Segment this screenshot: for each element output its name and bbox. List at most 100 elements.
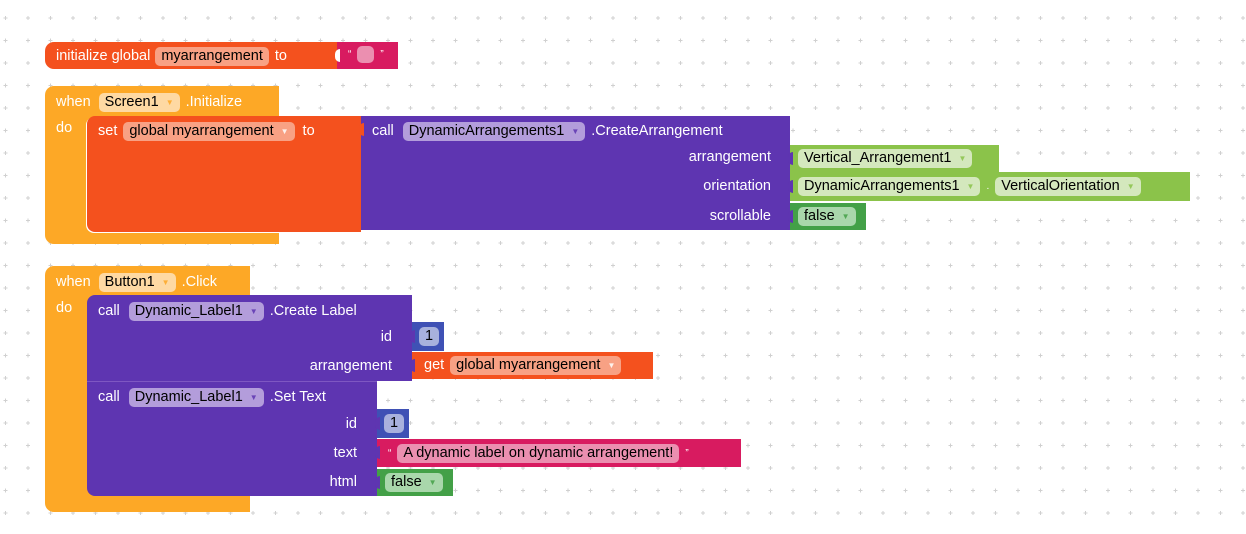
grid-cross	[678, 241, 683, 245]
grid-cross	[26, 421, 30, 425]
number-value-field[interactable]: 1	[419, 327, 440, 346]
boolean-block-html[interactable]: false ▼	[375, 469, 453, 496]
boolean-dropdown[interactable]: false ▼	[385, 473, 443, 492]
grid-cross	[1038, 331, 1043, 335]
grid-cross	[521, 83, 525, 88]
grid-cross	[1128, 16, 1133, 20]
text-string-block[interactable]: “ ”	[335, 42, 398, 69]
grid-cross	[1173, 443, 1178, 448]
grid-cross	[566, 16, 570, 20]
text-string-block[interactable]: “ A dynamic label on dynamic arrangement…	[375, 439, 741, 467]
grid-cross	[881, 308, 885, 313]
text-value-field[interactable]: A dynamic label on dynamic arrangement!	[397, 444, 680, 463]
set-text-call-block[interactable]: call Dynamic_Label1 ▼ .Set Text id text …	[87, 381, 377, 496]
grid-cross	[656, 61, 660, 65]
grid-cross	[903, 286, 908, 290]
component-block-vertical-arrangement[interactable]: Vertical_Arrangement1 ▼	[788, 145, 999, 172]
component-dropdown[interactable]: Vertical_Arrangement1 ▼	[798, 149, 973, 168]
grid-cross	[701, 61, 705, 65]
grid-cross	[431, 308, 435, 313]
grid-cross	[633, 331, 638, 335]
grid-cross	[183, 38, 188, 43]
component-dropdown[interactable]: Dynamic_Label1 ▼	[128, 388, 264, 407]
component-dropdown[interactable]: Dynamic_Label1 ▼	[128, 302, 264, 321]
grid-cross	[701, 331, 705, 335]
grid-cross	[1196, 398, 1200, 403]
initialize-global-label: initialize global	[56, 48, 151, 65]
input-socket	[375, 417, 380, 430]
grid-cross	[453, 16, 458, 20]
dropdown-arrow-icon: ▼	[249, 392, 258, 402]
initialize-global-block[interactable]: initialize global myarrangement to	[45, 42, 337, 69]
grid-cross	[948, 286, 953, 290]
grid-cross	[3, 61, 8, 65]
create-arrangement-call-block[interactable]: call DynamicArrangements1 ▼ .CreateArran…	[359, 116, 790, 230]
number-block-id[interactable]: 1	[375, 409, 409, 438]
grid-cross	[1128, 106, 1133, 110]
grid-cross	[1173, 151, 1178, 155]
grid-cross	[1241, 353, 1245, 358]
grid-cross	[768, 16, 773, 20]
create-label-call-block[interactable]: call Dynamic_Label1 ▼ .Create Label id a…	[87, 295, 412, 381]
call-label: call	[372, 123, 394, 140]
grid-cross	[858, 331, 863, 335]
grid-cross	[903, 331, 908, 335]
grid-cross	[588, 263, 593, 268]
variable-name-field[interactable]: myarrangement	[155, 47, 269, 66]
grid-cross	[1151, 218, 1155, 223]
grid-cross	[678, 398, 683, 403]
get-global-block[interactable]: get global myarrangement ▼	[410, 352, 653, 379]
grid-cross	[48, 38, 53, 43]
boolean-dropdown[interactable]: false ▼	[798, 207, 856, 226]
grid-cross	[431, 61, 435, 65]
grid-cross	[1196, 196, 1200, 200]
grid-cross	[1106, 443, 1110, 448]
grid-cross	[656, 398, 660, 403]
grid-cross	[858, 511, 863, 515]
grid-cross	[746, 106, 750, 110]
number-value-field[interactable]: 1	[384, 414, 405, 433]
component-dropdown[interactable]: DynamicArrangements1 ▼	[798, 177, 981, 196]
grid-cross	[296, 16, 300, 20]
component-dropdown[interactable]: Screen1 ▼	[98, 93, 180, 112]
grid-cross	[1038, 286, 1043, 290]
grid-cross	[768, 331, 773, 335]
grid-cross	[588, 421, 593, 425]
input-socket	[788, 180, 793, 193]
grid-cross	[836, 286, 840, 290]
variable-dropdown[interactable]: global myarrangement ▼	[123, 122, 295, 141]
grid-cross	[26, 308, 30, 313]
boolean-block-scrollable[interactable]: false ▼	[788, 203, 866, 230]
orientation-property-block[interactable]: DynamicArrangements1 ▼ . VerticalOrienta…	[788, 172, 1190, 201]
grid-cross	[993, 376, 998, 380]
grid-cross	[948, 511, 953, 515]
text-value-field[interactable]	[357, 46, 375, 63]
grid-cross	[813, 488, 818, 493]
grid-cross	[26, 488, 30, 493]
grid-cross	[1196, 466, 1200, 470]
orientation-dropdown[interactable]: VerticalOrientation ▼	[995, 177, 1141, 196]
variable-dropdown[interactable]: global myarrangement ▼	[450, 356, 622, 375]
grid-cross	[678, 16, 683, 20]
grid-cross	[813, 106, 818, 110]
grid-cross	[768, 106, 773, 110]
grid-cross	[26, 331, 30, 335]
component-dropdown[interactable]: DynamicArrangements1 ▼	[402, 122, 586, 141]
grid-cross	[926, 398, 930, 403]
grid-cross	[566, 61, 570, 65]
grid-cross	[858, 286, 863, 290]
grid-cross	[633, 241, 638, 245]
grid-cross	[678, 83, 683, 88]
number-block-id[interactable]: 1	[410, 322, 444, 351]
grid-cross	[611, 331, 615, 335]
grid-cross	[1061, 128, 1065, 133]
component-dropdown[interactable]: Button1 ▼	[98, 273, 176, 292]
set-global-block[interactable]: set global myarrangement ▼ to	[87, 116, 361, 232]
grid-cross	[971, 61, 975, 65]
grid-cross	[1016, 353, 1020, 358]
grid-cross	[993, 61, 998, 65]
grid-cross	[881, 128, 885, 133]
grid-cross	[678, 38, 683, 43]
grid-cross	[971, 286, 975, 290]
grid-cross	[836, 443, 840, 448]
